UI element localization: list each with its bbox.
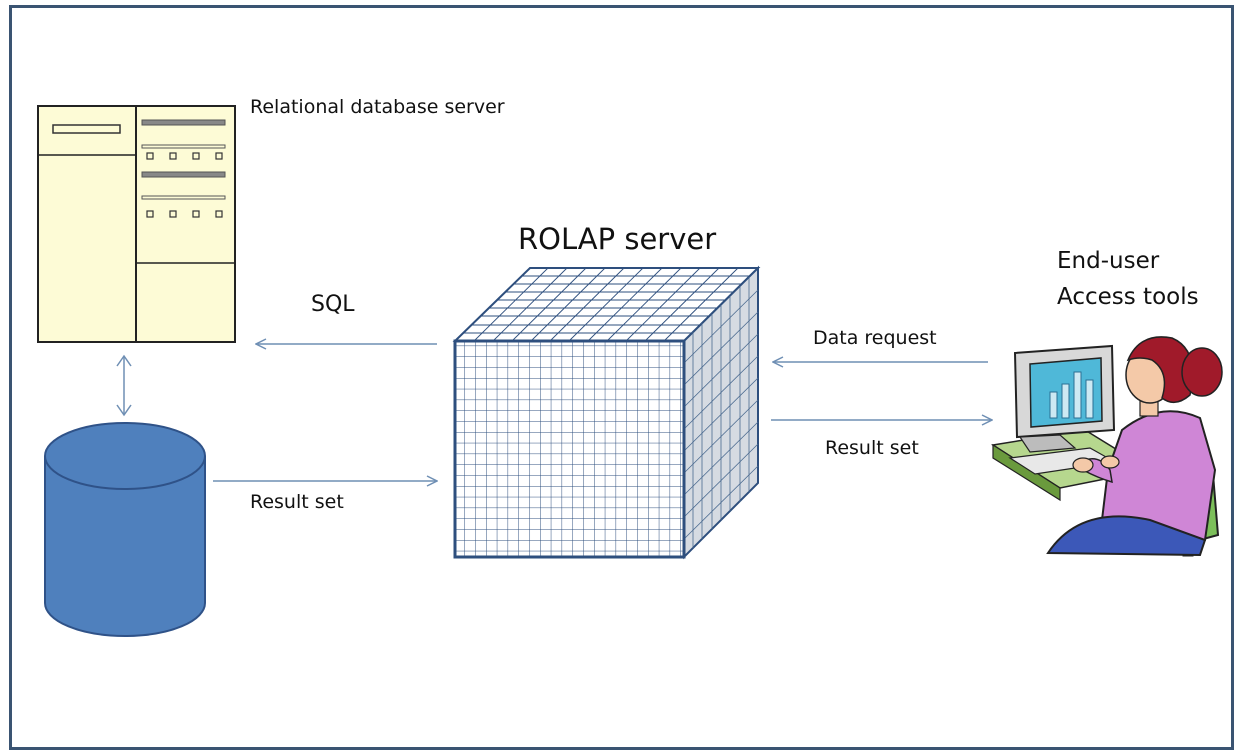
end-user-label: End-user Access tools <box>1057 243 1199 315</box>
diagram-frame <box>9 5 1234 750</box>
result-set-db-label: Result set <box>250 491 344 513</box>
olap-cube-icon <box>452 265 761 560</box>
user-at-computer-icon <box>990 336 1223 557</box>
sql-label: SQL <box>311 292 355 317</box>
result-set-user-label: Result set <box>825 437 919 459</box>
end-user-line2: Access tools <box>1057 284 1199 310</box>
data-request-label: Data request <box>813 327 937 349</box>
server-cabinet-icon <box>37 105 236 343</box>
rolap-server-label: ROLAP server <box>518 222 717 256</box>
database-cylinder-icon <box>44 422 206 637</box>
db-server-label: Relational database server <box>250 96 505 118</box>
end-user-line1: End-user <box>1057 248 1160 274</box>
server-db-link-arrow <box>116 354 132 417</box>
